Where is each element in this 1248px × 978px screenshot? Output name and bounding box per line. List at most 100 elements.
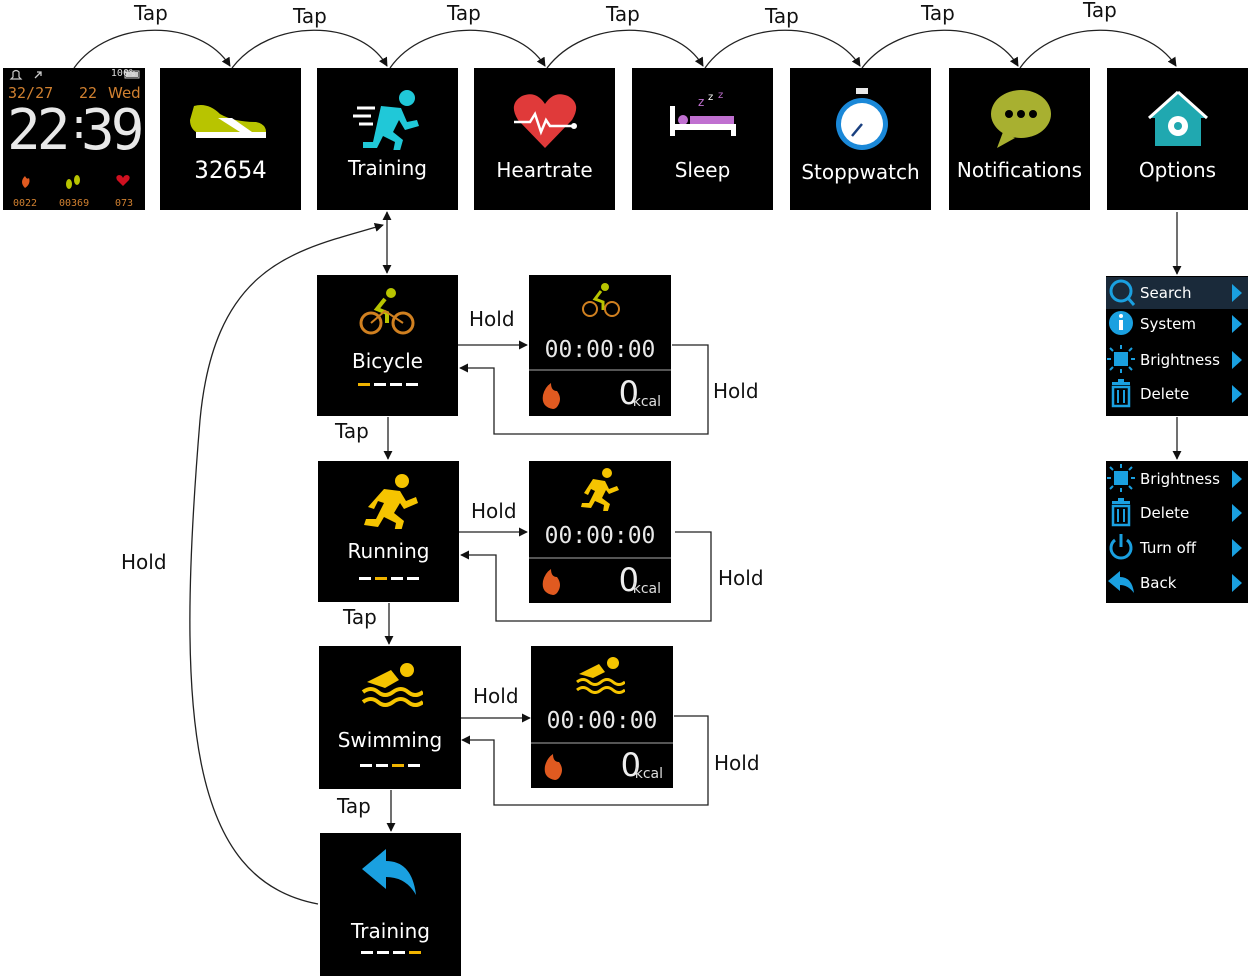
menu-item-label: System xyxy=(1140,315,1196,333)
bed-icon: z z z xyxy=(670,90,736,136)
swimming-hold-return xyxy=(461,715,709,806)
notifications-screen[interactable]: Notifications xyxy=(949,68,1090,210)
training-back-label: Training xyxy=(351,919,430,943)
bicycle-hold-return xyxy=(459,344,709,435)
trash-icon xyxy=(1111,379,1131,408)
options-label: Options xyxy=(1138,158,1217,182)
menu-item-back[interactable]: Back xyxy=(1106,567,1248,599)
options-screen[interactable]: Options xyxy=(1107,68,1248,210)
swimming-icon xyxy=(361,663,423,707)
tap-label-swimming: Tap xyxy=(336,794,371,818)
menu-item-brightness[interactable]: Brightness xyxy=(1106,344,1248,376)
stopwatch-icon xyxy=(836,88,888,150)
bicycle-kcal-value: 0 xyxy=(618,374,639,412)
bicycle-label: Bicycle xyxy=(352,349,423,373)
stopwatch-screen[interactable]: Stoppwatch xyxy=(790,68,931,210)
menu-item-label: Search xyxy=(1140,284,1192,302)
hold-label-loop: Hold xyxy=(121,550,167,574)
options-menu-1: Search System Brightness Delete xyxy=(1106,276,1248,416)
menu-item-delete[interactable]: Delete xyxy=(1106,497,1248,529)
bicycle-divider xyxy=(529,369,671,371)
tap-label-6: Tap xyxy=(920,1,955,25)
back-arrow-icon xyxy=(362,849,416,895)
tap-label-2: Tap xyxy=(292,4,327,28)
time-hours: 22 xyxy=(7,98,70,163)
heart-icon xyxy=(116,175,130,186)
shoe-icon xyxy=(190,105,266,138)
training-screen[interactable]: Training xyxy=(317,68,458,210)
menu-item-label: Delete xyxy=(1140,504,1190,522)
watch-face-glyphs xyxy=(9,69,140,189)
search-icon xyxy=(1109,279,1136,306)
running-page-dots xyxy=(318,577,459,580)
flame-icon xyxy=(22,176,30,188)
menu-item-turn-off[interactable]: Turn off xyxy=(1106,532,1248,564)
date-text: 32/27 xyxy=(8,84,54,102)
menu-item-delete[interactable]: Delete xyxy=(1106,378,1248,410)
steps-value: 32654 xyxy=(194,156,267,184)
bicycle-screen[interactable]: Bicycle xyxy=(317,275,458,416)
watch-face-screen: 100% 32/27 22 Wed 22 : 39 0022 00369 073 xyxy=(3,68,145,210)
swimming-kcal-value: 0 xyxy=(620,746,641,784)
running-workout-screen[interactable]: 00:00:00 0 kcal xyxy=(529,461,671,603)
stopwatch-label: Stoppwatch xyxy=(801,160,920,184)
time-minutes: 39 xyxy=(81,98,144,163)
back-arrow-icon xyxy=(1108,571,1134,593)
battery-icon xyxy=(124,70,140,79)
running-screen[interactable]: Running xyxy=(318,461,459,602)
heartrate-screen[interactable]: Heartrate xyxy=(474,68,615,210)
tap-arc-1 xyxy=(73,29,231,69)
svg-text:z: z xyxy=(708,92,713,103)
tap-arc-2 xyxy=(231,29,388,69)
swimming-divider xyxy=(531,742,673,744)
chevron-right-icon xyxy=(1232,539,1242,557)
running-divider xyxy=(529,557,671,559)
notifications-label: Notifications xyxy=(956,158,1083,182)
sleep-screen[interactable]: z z z Sleep xyxy=(632,68,773,210)
tap-label-1: Tap xyxy=(133,1,168,25)
flame-icon xyxy=(544,754,562,780)
tap-label-4: Tap xyxy=(605,2,640,26)
chat-bubble-icon xyxy=(991,90,1051,148)
hold-label-bicycle: Hold xyxy=(469,307,515,331)
training-back-screen[interactable]: Training xyxy=(320,833,461,976)
chevron-right-icon xyxy=(1232,351,1242,369)
weekday-text: Wed xyxy=(108,84,141,102)
swimming-workout-screen[interactable]: 00:00:00 0 kcal xyxy=(531,646,673,788)
svg-text:z: z xyxy=(718,90,723,101)
chevron-right-icon xyxy=(1232,470,1242,488)
sleep-label: Sleep xyxy=(674,158,731,182)
power-icon xyxy=(1109,534,1133,560)
chevron-right-icon xyxy=(1232,504,1242,522)
tap-label-3: Tap xyxy=(446,1,481,25)
calories-text: 0022 xyxy=(13,198,38,209)
hold-label-running: Hold xyxy=(471,499,517,523)
bicycle-workout-screen[interactable]: 00:00:00 0 kcal xyxy=(529,275,671,416)
menu-item-search[interactable]: Search xyxy=(1106,277,1248,309)
bicycle-page-dots xyxy=(317,383,458,386)
trash-icon xyxy=(1111,498,1131,527)
swimming-screen[interactable]: Swimming xyxy=(319,646,461,789)
menu-item-label: Back xyxy=(1140,574,1177,592)
menu-item-system[interactable]: System xyxy=(1106,308,1248,340)
chevron-right-icon xyxy=(1232,315,1242,333)
hold-label-swimming: Hold xyxy=(473,684,519,708)
tap-arc-3 xyxy=(389,29,546,69)
menu-item-brightness[interactable]: Brightness xyxy=(1106,463,1248,495)
info-icon xyxy=(1109,311,1133,335)
menu-item-label: Brightness xyxy=(1140,470,1220,488)
steps-text: 00369 xyxy=(59,198,90,209)
svg-text:z: z xyxy=(698,95,704,109)
chevron-right-icon xyxy=(1232,385,1242,403)
running-icon xyxy=(364,474,418,529)
options-menu-2: Brightness Delete Turn off Back xyxy=(1106,461,1248,603)
bell-icon xyxy=(9,69,23,80)
tap-arc-6 xyxy=(861,29,1019,69)
steps-screen[interactable]: 32654 xyxy=(160,68,301,210)
hold-label-swimming-return: Hold xyxy=(714,751,760,775)
tap-label-7: Tap xyxy=(1082,0,1117,22)
swimming-page-dots xyxy=(319,764,461,767)
running-small-icon xyxy=(581,468,619,511)
heart-pulse-icon xyxy=(513,94,577,148)
